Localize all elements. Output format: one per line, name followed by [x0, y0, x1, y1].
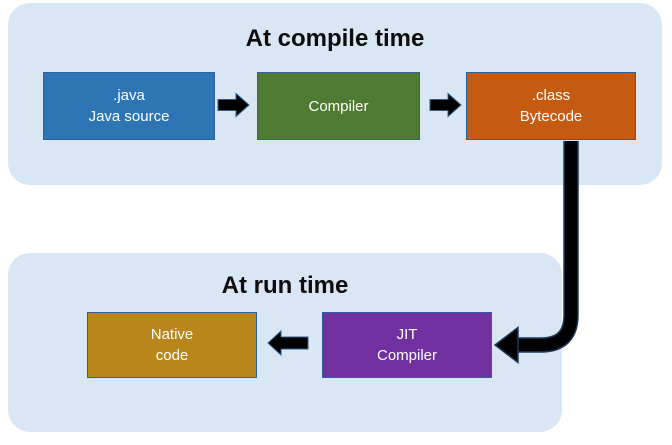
jit-compiler-node: JIT Compiler [322, 312, 492, 378]
jit-compiler-line2: Compiler [376, 347, 437, 364]
compile-time-title: At compile time [245, 25, 425, 52]
class-bytecode-node: .class Bytecode [466, 72, 636, 140]
compiler-node: Compiler [257, 72, 420, 140]
native-code-line2: code [155, 347, 189, 364]
class-bytecode-line1: .class [531, 87, 571, 104]
class-bytecode-line2: Bytecode [519, 108, 583, 125]
java-source-node: .java Java source [43, 72, 215, 140]
jit-compiler-line1: JIT [396, 326, 418, 343]
native-code-node: Native code [87, 312, 257, 378]
run-time-title: At run time [221, 272, 349, 299]
compiler-label: Compiler [308, 97, 369, 115]
native-code-line1: Native [150, 326, 194, 343]
java-source-line1: .java [113, 87, 145, 104]
java-source-line2: Java source [88, 108, 170, 125]
